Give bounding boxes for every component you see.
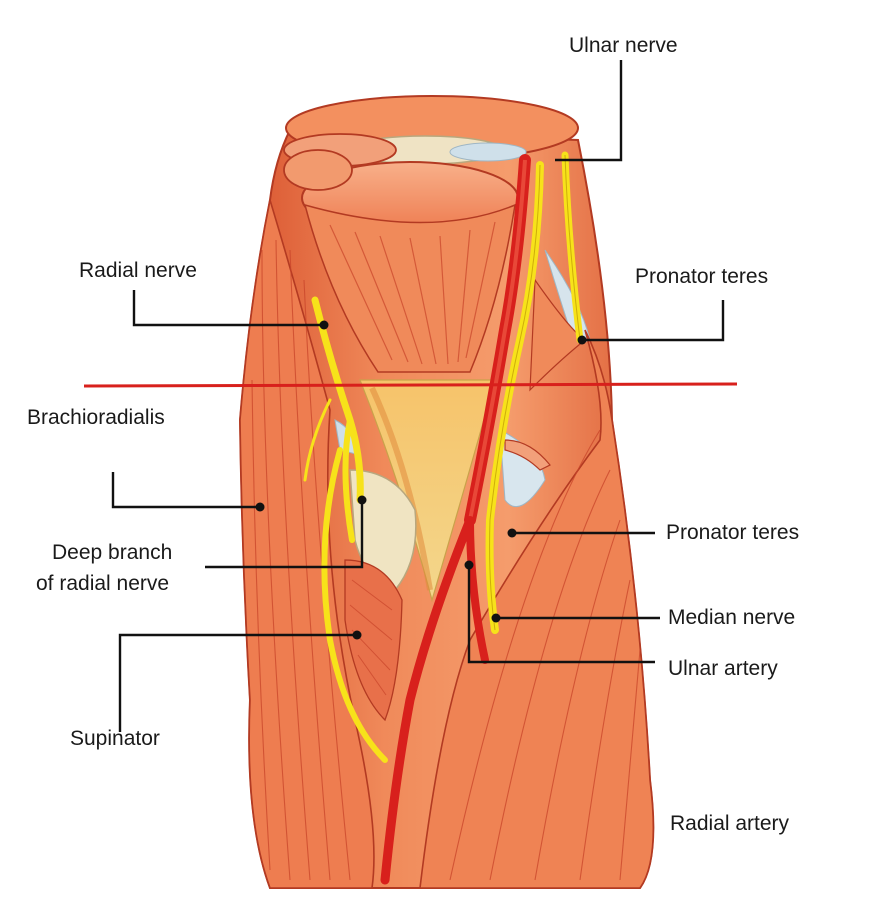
- label-brachioradialis: Brachioradialis: [27, 406, 165, 429]
- leader-lines: [111, 60, 725, 732]
- cut-line: [83, 382, 738, 388]
- cut-section-left-muscle: [283, 149, 353, 191]
- label-supinator: Supinator: [70, 727, 160, 750]
- label-deep-branch-line2: of radial nerve: [36, 572, 170, 595]
- label-deep-branch-line1: Deep branch: [52, 541, 173, 564]
- superficial-radial-nerve-fiber: [321, 447, 388, 763]
- ulnar-artery-vessel: [466, 516, 489, 664]
- label-pronator-teres-mid: Pronator teres: [666, 521, 800, 544]
- biceps-muscle: [303, 203, 516, 373]
- label-ulnar-artery: Ulnar artery: [668, 657, 778, 680]
- label-pronator-teres-top: Pronator teres: [635, 265, 769, 288]
- brachioradialis-muscle: [239, 199, 375, 889]
- label-radial-artery: Radial artery: [670, 812, 790, 835]
- pronator-teres-muscle: [419, 329, 655, 889]
- cut-section-fascia: [449, 142, 527, 162]
- label-median-nerve: Median nerve: [668, 606, 796, 629]
- label-radial-nerve: Radial nerve: [79, 259, 197, 282]
- label-ulnar-nerve: Ulnar nerve: [569, 34, 678, 57]
- radial-artery-vessel: [380, 515, 475, 885]
- supinator-muscle: [344, 559, 403, 722]
